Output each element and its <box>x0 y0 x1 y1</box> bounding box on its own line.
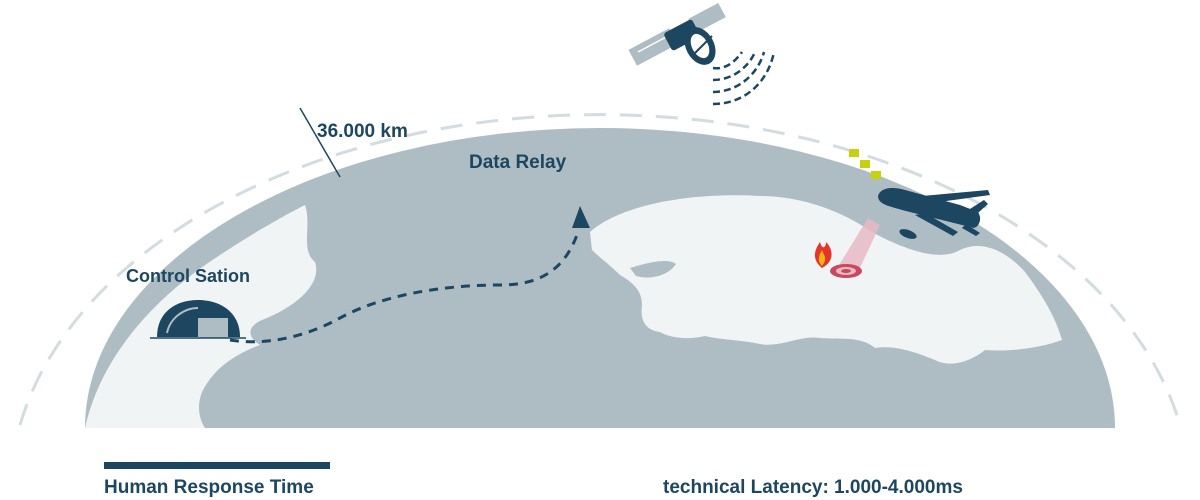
human-response-label: Human Response Time <box>104 477 314 498</box>
antenna-icon <box>572 206 590 228</box>
hangar-icon <box>150 300 246 339</box>
distance-label: 36.000 km <box>317 121 408 142</box>
drone-icon <box>871 188 990 239</box>
data-link-path <box>229 231 580 344</box>
east-bay <box>630 261 676 278</box>
control-station-label: Control Sation <box>126 266 250 286</box>
earth-dome <box>85 128 1115 428</box>
fire-icon <box>814 242 832 268</box>
signal-markers <box>849 149 881 179</box>
drone-beam <box>836 218 880 272</box>
satellite-icon <box>628 2 726 66</box>
human-response-bar <box>104 462 330 469</box>
altitude-line <box>299 107 341 178</box>
orbit-arc <box>18 113 1182 426</box>
data-relay-label: Data Relay <box>469 152 567 173</box>
target-icon <box>830 264 862 278</box>
satellite-signal <box>712 51 776 106</box>
latency-label: technical Latency: 1.000-4.000ms <box>663 477 963 498</box>
landmass-east <box>590 195 1062 364</box>
